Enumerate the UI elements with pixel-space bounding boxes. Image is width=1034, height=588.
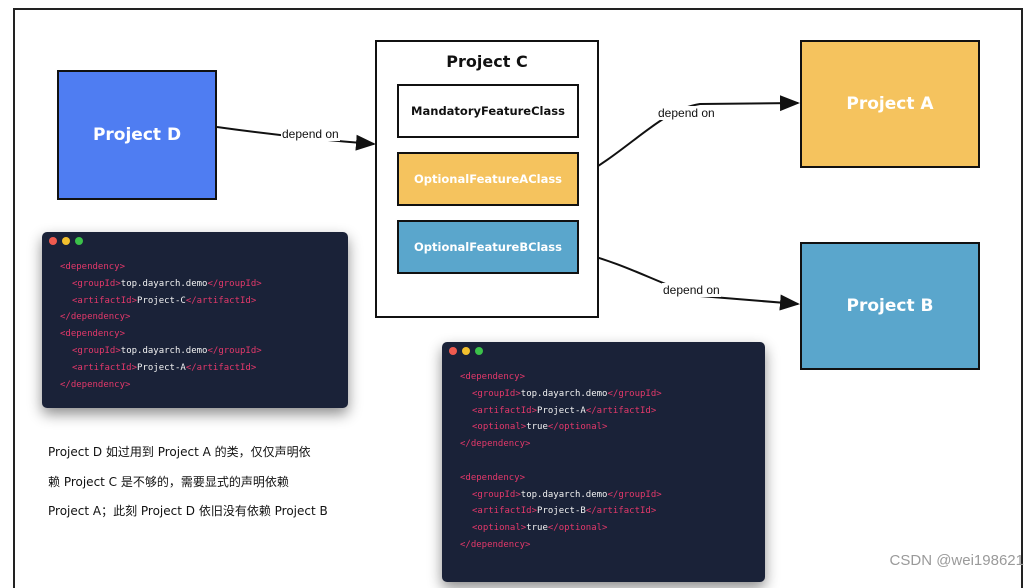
xml-value: top.dayarch.demo: [520, 388, 608, 399]
code-body-2: <dependency><groupId>top.dayarch.demo</g…: [460, 369, 662, 554]
mandatory-feature-class-label: MandatoryFeatureClass: [411, 104, 565, 118]
project-a-label: Project A: [846, 94, 934, 114]
close-dot-icon: [49, 237, 57, 245]
xml-tag: <artifactId>: [72, 362, 138, 373]
xml-value: Project-A: [537, 405, 586, 416]
optional-feature-a-class-box: OptionalFeatureAClass: [397, 152, 579, 206]
code-line: <dependency>: [460, 470, 662, 487]
xml-tag: <dependency>: [460, 472, 526, 483]
project-a-box: Project A: [800, 40, 980, 168]
xml-tag: </dependency>: [460, 539, 531, 550]
xml-tag: </artifactId>: [185, 362, 257, 373]
xml-tag: <optional>: [472, 422, 527, 433]
note-line-1: Project D 如过用到 Project A 的类，仅仅声明依: [48, 445, 311, 459]
xml-tag: <groupId>: [72, 345, 121, 356]
edge-label-b: depend on: [662, 283, 721, 297]
xml-tag: </groupId>: [207, 278, 262, 289]
code-line: <groupId>top.dayarch.demo</groupId>: [460, 386, 662, 403]
project-d-box: Project D: [57, 70, 217, 200]
code-line: <dependency>: [60, 326, 262, 343]
code-line: <dependency>: [60, 259, 262, 276]
code-line: </dependency>: [460, 537, 662, 554]
xml-tag: <artifactId>: [72, 295, 138, 306]
xml-tag: </groupId>: [207, 345, 262, 356]
xml-value: Project-A: [137, 362, 186, 373]
xml-tag: </artifactId>: [585, 506, 657, 517]
maximize-dot-icon: [475, 347, 483, 355]
xml-tag: <groupId>: [72, 278, 121, 289]
code-body-1: <dependency><groupId>top.dayarch.demo</g…: [60, 259, 262, 393]
xml-tag: </artifactId>: [185, 295, 257, 306]
project-c-label: Project C: [446, 52, 528, 71]
code-line: </dependency>: [60, 309, 262, 326]
code-line: <artifactId>Project-C</artifactId>: [60, 293, 262, 310]
note-line-2: 赖 Project C 是不够的，需要显式的声明依赖: [48, 475, 289, 489]
code-line: <artifactId>Project-A</artifactId>: [60, 360, 262, 377]
optional-feature-b-class-box: OptionalFeatureBClass: [397, 220, 579, 274]
code-line: </dependency>: [460, 436, 662, 453]
code-line: <groupId>top.dayarch.demo</groupId>: [60, 276, 262, 293]
window-controls: [449, 347, 483, 355]
xml-value: true: [526, 523, 548, 534]
xml-tag: <dependency>: [460, 372, 526, 382]
project-c-box: Project C MandatoryFeatureClass Optional…: [375, 40, 599, 318]
xml-value: Project-C: [137, 295, 186, 306]
xml-tag: </groupId>: [607, 388, 662, 399]
project-b-label: Project B: [846, 296, 934, 316]
xml-tag: </dependency>: [60, 312, 131, 323]
xml-tag: </optional>: [547, 422, 608, 433]
xml-tag: <groupId>: [472, 388, 521, 399]
watermark: CSDN @wei198621: [889, 552, 1024, 569]
xml-value: true: [526, 422, 548, 433]
code-line: <artifactId>Project-A</artifactId>: [460, 403, 662, 420]
maximize-dot-icon: [75, 237, 83, 245]
code-window-1: <dependency><groupId>top.dayarch.demo</g…: [42, 232, 348, 408]
xml-tag: <artifactId>: [472, 506, 538, 517]
xml-tag: </optional>: [547, 523, 608, 534]
code-line: <artifactId>Project-B</artifactId>: [460, 503, 662, 520]
minimize-dot-icon: [62, 237, 70, 245]
code-line: </dependency>: [60, 377, 262, 394]
xml-tag: <groupId>: [472, 489, 521, 500]
close-dot-icon: [449, 347, 457, 355]
xml-value: top.dayarch.demo: [120, 345, 208, 356]
xml-tag: </dependency>: [460, 439, 531, 450]
edge-label-a: depend on: [657, 106, 716, 120]
xml-tag: <artifactId>: [472, 405, 538, 416]
xml-tag: </artifactId>: [585, 405, 657, 416]
project-b-box: Project B: [800, 242, 980, 370]
code-window-2: <dependency><groupId>top.dayarch.demo</g…: [442, 342, 765, 582]
mandatory-feature-class-box: MandatoryFeatureClass: [397, 84, 579, 138]
optional-feature-b-class-label: OptionalFeatureBClass: [414, 240, 562, 254]
note-line-3: Project A；此刻 Project D 依旧没有依赖 Project B: [48, 504, 328, 518]
window-controls: [49, 237, 83, 245]
xml-tag: <optional>: [472, 523, 527, 534]
optional-feature-a-class-label: OptionalFeatureAClass: [413, 172, 563, 186]
xml-tag: </dependency>: [60, 379, 131, 390]
xml-tag: <dependency>: [60, 329, 126, 340]
project-d-label: Project D: [92, 125, 182, 145]
minimize-dot-icon: [462, 347, 470, 355]
diagram-frame: [13, 8, 1023, 588]
code-line: <groupId>top.dayarch.demo</groupId>: [60, 343, 262, 360]
code-line: [460, 453, 662, 470]
xml-value: top.dayarch.demo: [520, 489, 608, 500]
code-line: <dependency>: [460, 369, 662, 386]
xml-value: Project-B: [537, 506, 586, 517]
code-line: <optional>true</optional>: [460, 419, 662, 436]
xml-tag: <dependency>: [60, 262, 126, 272]
code-line: <groupId>top.dayarch.demo</groupId>: [460, 487, 662, 504]
xml-tag: </groupId>: [607, 489, 662, 500]
edge-label-d-to-c: depend on: [281, 127, 340, 141]
xml-value: top.dayarch.demo: [120, 278, 208, 289]
code-line: <optional>true</optional>: [460, 520, 662, 537]
